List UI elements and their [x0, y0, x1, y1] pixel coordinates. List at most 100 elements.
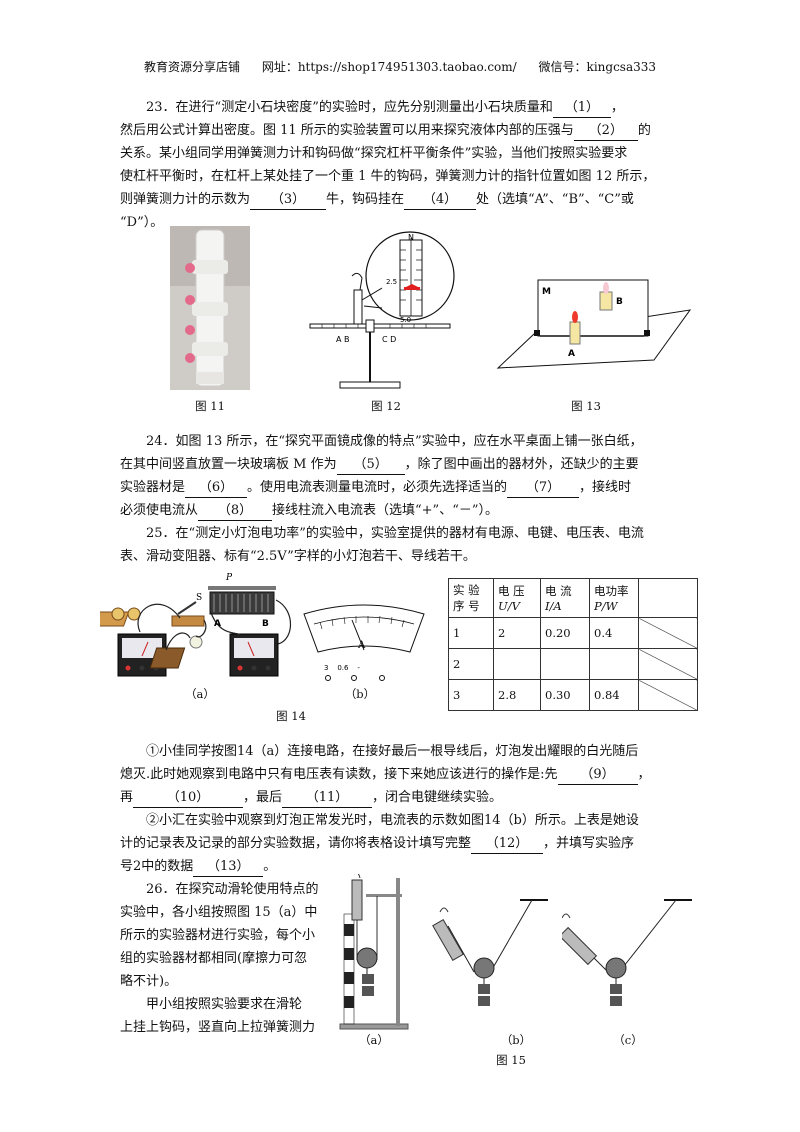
lever-points-left: A B	[336, 335, 350, 344]
q24-text: 必须使电流从	[120, 503, 199, 518]
q25-text: 再	[120, 790, 134, 805]
ammeter-terminals: 3 0.6 -	[324, 664, 360, 672]
table-row: 1 2 0.20 0.4	[448, 617, 698, 649]
rheostat-label-a: A	[214, 619, 221, 629]
cell: 0.20	[540, 617, 590, 649]
answer-blank-12[interactable]: （12）	[471, 835, 544, 854]
header-text: I/A	[545, 599, 562, 613]
figure-11-photo	[170, 226, 250, 390]
page-header: 教育资源分享店铺 网址：https://shop174951303.taobao…	[0, 58, 800, 75]
question-26: 26．在探究动滑轮使用特点的 实验中，各小组按照图 15（a）中 所示的实验器材…	[120, 878, 338, 1039]
q23-text: 处（选填“A”、“B”、“C”或	[476, 192, 634, 207]
figure-15a-pulley-stand	[339, 874, 409, 1030]
answer-blank-11[interactable]: （11）	[282, 789, 373, 808]
answer-blank-10[interactable]: （10）	[133, 789, 244, 808]
q25-text: 。	[263, 859, 277, 874]
q26-text: 实验中，各小组按照图 15（a）中	[120, 905, 318, 920]
header-text: 电 压	[498, 584, 525, 598]
table-row: 3 2.8 0.30 0.84	[448, 679, 698, 711]
figure-14-caption: 图 14	[276, 709, 306, 723]
cell-slashed	[638, 648, 698, 680]
q23-text: 使杠杆平衡时，在杠杆上某处挂了一个重 1 牛的钩码，弹簧测力计的指针位置如图 1…	[120, 169, 656, 184]
q25-text: ，并填写实验序	[543, 836, 635, 851]
figure-13-caption: 图 13	[571, 399, 601, 413]
answer-blank-7[interactable]: （7）	[507, 479, 580, 498]
answer-blank-2[interactable]: （2）	[573, 122, 638, 141]
scale-label-bottom: 5.0	[400, 316, 411, 324]
q25-text: ，	[637, 767, 651, 782]
header-text: 电 流	[545, 584, 572, 598]
q24-text: 在其中间竖直放置一块玻璃板 M 作为	[120, 457, 337, 472]
header-cell-index: 实 验序 号	[448, 578, 494, 618]
figure-14a-label: （a）	[185, 687, 215, 701]
wechat-id: 微信号：kingcsa333	[538, 60, 657, 74]
switch-label-s: S	[196, 593, 202, 603]
answer-blank-4[interactable]: （4）	[404, 191, 477, 210]
cell-slashed	[638, 679, 698, 711]
q25-text: ②小汇在实验中观察到灯泡正常发光时，电流表的示数如图14（b）所示。上表是她设	[146, 813, 639, 828]
q26-text: 上挂上钩码，竖直向上拉弹簧测力	[120, 1020, 316, 1035]
question-24: 24．如图 13 所示，在“探究平面镜成像的特点”实验中，应在水平桌面上铺一张白…	[120, 430, 692, 568]
q23-text: 然后用公式计算出密度。图 11 所示的实验装置可以用来探究液体内部的压强与	[120, 123, 574, 138]
cell: 2	[493, 617, 541, 649]
q25-text: 熄灭.此时她观察到电路中只有电压表有读数，接下来她应该进行的操作是:先	[120, 767, 558, 782]
figure-15b-label: （b）	[500, 1033, 532, 1047]
q25-text: ，闭合电键继续实验。	[372, 790, 503, 805]
cell: 0.30	[540, 679, 590, 711]
shop-url[interactable]: 网址：https://shop174951303.taobao.com/	[261, 60, 517, 74]
question-25-parts: ①小佳同学按图14（a）连接电路，在接好最后一根导线后，灯泡发出耀眼的白光随后 …	[120, 740, 692, 878]
candle-label-b: B	[616, 297, 623, 307]
answer-blank-6[interactable]: （6）	[185, 479, 248, 498]
lever-points-right: C D	[382, 335, 396, 344]
q26-text: 26．在探究动滑轮使用特点的	[146, 882, 319, 897]
q24-text: 24．如图 13 所示，在“探究平面镜成像的特点”实验中，应在水平桌面上铺一张白…	[146, 434, 643, 449]
q25-text: 表、滑动变阻器、标有“2.5V”字样的小灯泡若干、导线若干。	[120, 549, 476, 564]
figure-14b-label: （b）	[344, 687, 376, 701]
cell[interactable]	[493, 648, 541, 680]
question-23: 23．在进行“测定小石块密度”的实验时，应先分别测量出小石块质量和（1）， 然后…	[120, 96, 692, 234]
ammeter-unit: A	[357, 640, 366, 651]
q23-text: 牛，钩码挂在	[326, 192, 405, 207]
q24-text: ，除了图中画出的器材外，还缺少的主要	[404, 457, 639, 472]
figure-12-lever-diagram: N 2.5 5.0 A B C D	[309, 231, 455, 389]
figure-13-mirror-diagram: M A B	[496, 279, 692, 369]
q26-text: 组的实验器材都相同(摩擦力可忽	[120, 951, 308, 966]
figure-15c-label: （c）	[613, 1033, 643, 1047]
header-text: U/V	[498, 599, 520, 613]
q23-text: ，	[610, 100, 624, 115]
header-text: 实 验	[453, 583, 480, 597]
cell[interactable]	[589, 648, 639, 680]
answer-blank-13[interactable]: （13）	[193, 858, 264, 877]
q25-text: ①小佳同学按图14（a）连接电路，在接好最后一根导线后，灯泡发出耀眼的白光随后	[146, 744, 639, 759]
scale-label-n: N	[408, 233, 414, 242]
cell: 0.4	[589, 617, 639, 649]
cell: 2.8	[493, 679, 541, 711]
rheostat-label-b: B	[262, 619, 269, 629]
shop-name: 教育资源分享店铺	[143, 60, 240, 74]
answer-blank-9[interactable]: （9）	[557, 766, 638, 785]
q26-text: 甲小组按照实验要求在滑轮	[146, 997, 303, 1012]
header-text: 电功率	[594, 584, 629, 598]
q25-text: ，最后	[243, 790, 283, 805]
q23-text: 23．在进行“测定小石块密度”的实验时，应先分别测量出小石块质量和	[146, 100, 553, 115]
answer-blank-1[interactable]: （1）	[552, 99, 611, 118]
cell: 2	[448, 648, 494, 680]
answer-blank-8[interactable]: （8）	[198, 502, 273, 521]
answer-blank-5[interactable]: （5）	[336, 456, 405, 475]
answer-blank-3[interactable]: （3）	[250, 191, 327, 210]
rheostat-label-p: P	[225, 573, 233, 583]
q23-text: 关系。某小组同学用弹簧测力计和钩码做“探究杠杆平衡条件”实验，当他们按照实验要求	[120, 146, 628, 161]
q23-text: “D”）。	[120, 215, 164, 230]
q24-text: 。使用电流表测量电流时，必须先选择适当的	[247, 480, 508, 495]
q25-text: 计的记录表及记录的部分实验数据，请你将表格设计填写完整	[120, 836, 472, 851]
cell: 3	[448, 679, 494, 711]
cell[interactable]	[540, 648, 590, 680]
figure-15-caption: 图 15	[496, 1053, 526, 1067]
figure-14a-circuit: P S A B	[100, 573, 291, 677]
header-cell-blank[interactable]	[638, 578, 698, 618]
figure-15a-label: （a）	[359, 1033, 389, 1047]
